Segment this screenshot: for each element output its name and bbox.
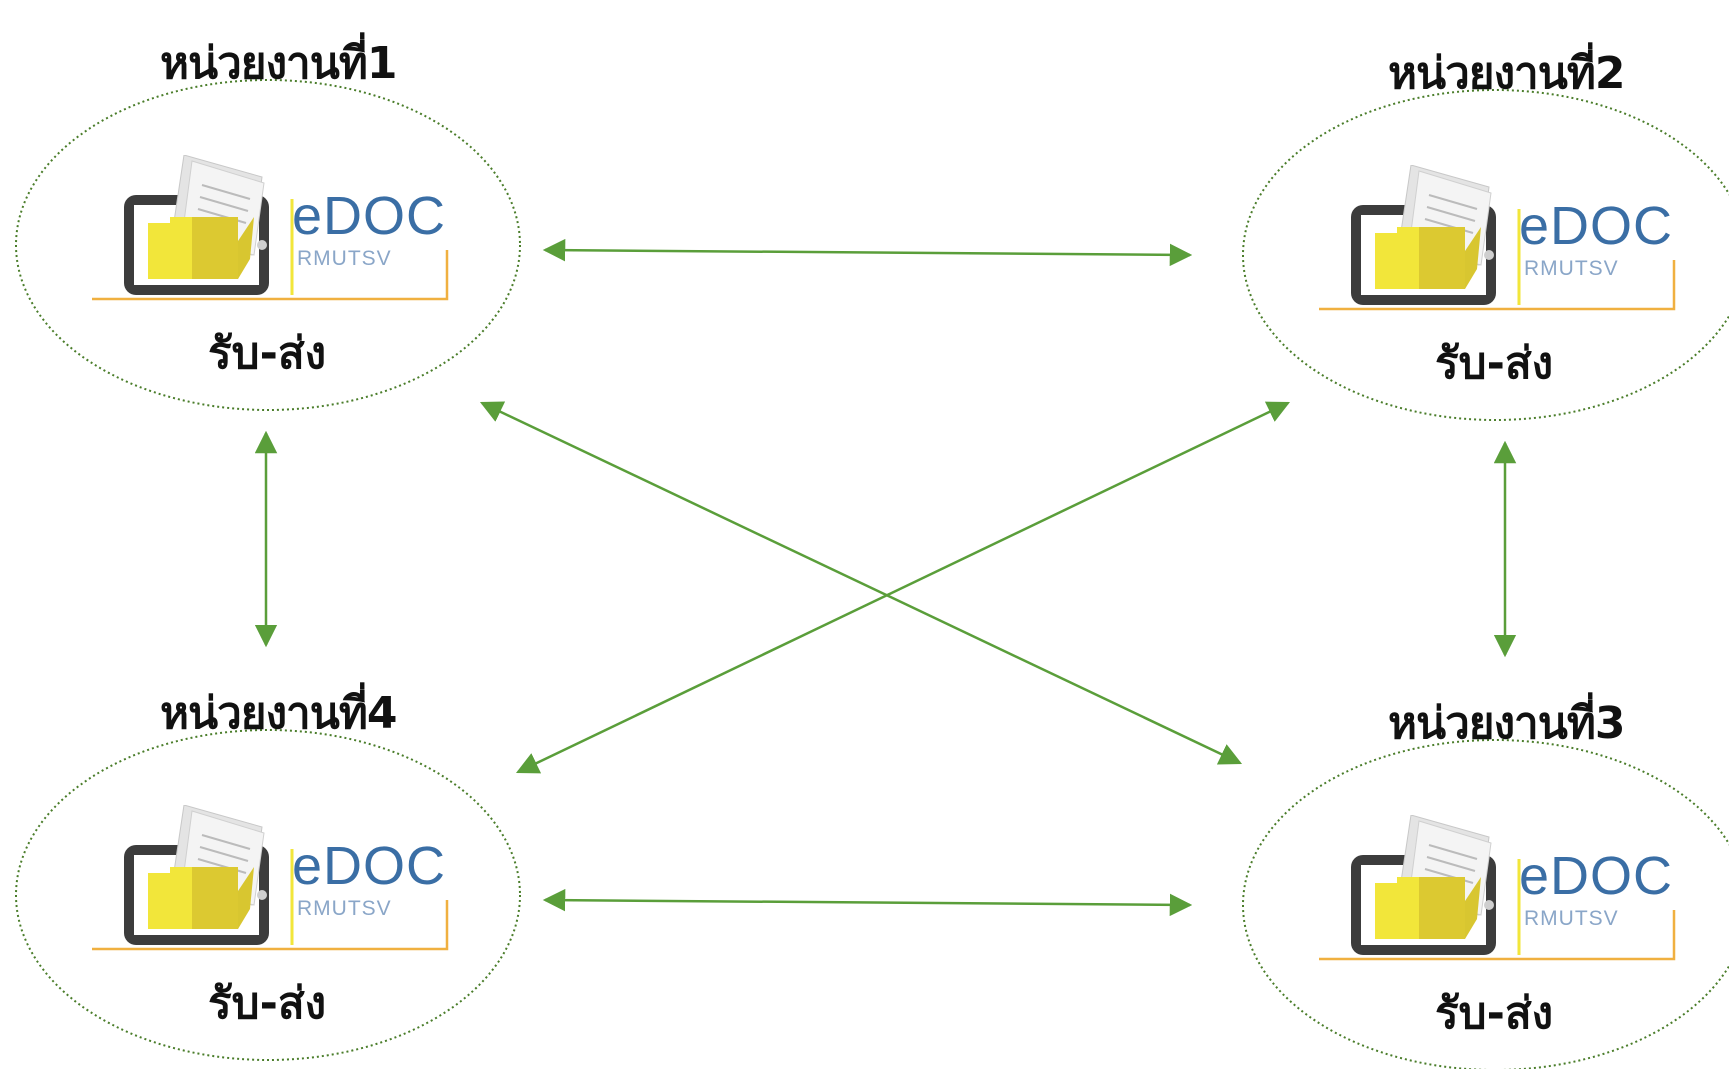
arrow-unit4-unit3 [542,888,1193,917]
unit-3-brand: eDOC [1519,846,1674,906]
unit-4-logo: eDOC RMUTSV [92,805,452,955]
arrow-unit1-unit3 [479,401,1243,765]
edoc-logo-icon [92,805,449,951]
unit-4-title: หน่วยงานที่4 [160,688,397,739]
unit-1-ellipse [15,79,521,411]
unit-3-title: หน่วยงานที่3 [1388,698,1625,749]
unit-2-caption: รับ-ส่ง [1435,338,1554,389]
unit-2-brand: eDOC [1519,196,1674,256]
unit-3-logo: eDOC RMUTSV [1319,815,1679,965]
unit-4-brand: eDOC [292,836,447,896]
unit-1-logo: eDOC RMUTSV [92,155,452,305]
edoc-logo-icon [1319,815,1676,961]
unit-3-sub: RMUTSV [1524,907,1619,930]
edoc-logo-icon [92,155,449,301]
unit-1-brand: eDOC [292,186,447,246]
unit-1-title: หน่วยงานที่1 [160,38,397,89]
unit-2-title: หน่วยงานที่2 [1388,48,1625,99]
arrow-unit1-unit2 [542,238,1193,267]
unit-4-ellipse [15,729,521,1061]
unit-2-ellipse [1242,89,1729,421]
unit-3-caption: รับ-ส่ง [1435,988,1554,1039]
unit-1-sub: RMUTSV [297,247,392,270]
unit-2-logo: eDOC RMUTSV [1319,165,1679,315]
edoc-logo-icon [1319,165,1676,311]
arrow-unit2-unit4 [515,401,1291,774]
unit-2-sub: RMUTSV [1524,257,1619,280]
unit-4-sub: RMUTSV [297,897,392,920]
unit-3-ellipse [1242,739,1729,1069]
unit-1-caption: รับ-ส่ง [208,328,327,379]
unit-4-caption: รับ-ส่ง [208,978,327,1029]
